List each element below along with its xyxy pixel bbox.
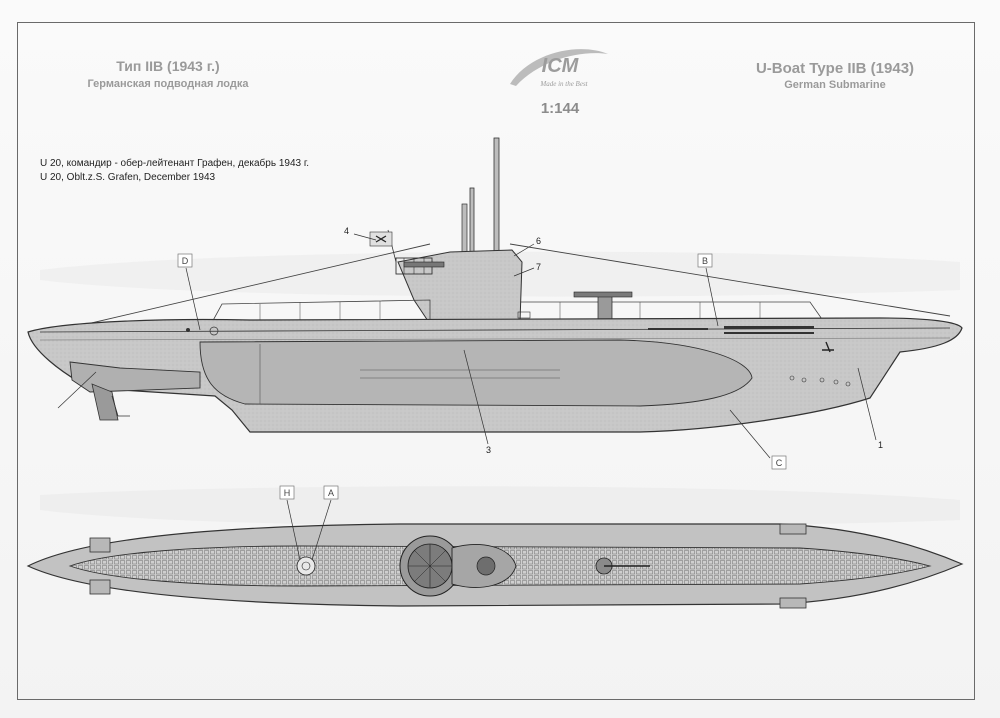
svg-text:A: A — [328, 488, 334, 498]
anchor — [822, 341, 834, 353]
svg-text:D: D — [182, 256, 189, 266]
conning-tower — [397, 249, 523, 325]
war-flag — [369, 229, 397, 263]
periscope-sky — [469, 187, 475, 255]
hull-vents — [648, 326, 814, 334]
tower-flak-gun — [403, 261, 445, 268]
callout-number-7: 7 — [536, 262, 541, 272]
aft-hatch — [296, 556, 316, 576]
caption-english: U 20, Oblt.z.S. Grafen, December 1943 — [40, 172, 216, 183]
callout-number-4: 4 — [344, 226, 349, 236]
leader-lines — [57, 233, 877, 459]
logo-swoosh — [510, 49, 608, 86]
caption-russian: U 20, командир - обер-лейтенант Графен, … — [40, 158, 310, 169]
callout-letter-h: H — [279, 485, 295, 500]
bow-plane-stbd — [779, 597, 807, 609]
callout-letter-b: B — [697, 253, 713, 268]
callout-letter-c: C — [771, 455, 787, 470]
svg-text:B: B — [702, 256, 708, 266]
limber-holes — [789, 375, 851, 387]
deck-gun — [573, 291, 633, 321]
callout-letter-d: D — [177, 253, 193, 268]
top-view: H A — [26, 485, 964, 609]
subtitle-english: German Submarine — [784, 79, 886, 91]
callout-number-6: 6 — [536, 236, 541, 246]
stern-plane-stbd — [89, 579, 111, 595]
periscope-attack — [493, 137, 500, 254]
side-view: D B C 1 3 4 6 7 — [27, 137, 963, 470]
svg-text:H: H — [284, 488, 291, 498]
bow-plane-port — [779, 523, 807, 535]
sheet-border — [17, 22, 975, 700]
title-english: U-Boat Type IIB (1943) — [755, 60, 915, 77]
brand-logo: ICM Made in the Best — [510, 49, 608, 88]
callout-letter-a: A — [323, 485, 339, 500]
subtitle-russian: Германская подводная лодка — [87, 78, 249, 90]
callout-number-1: 1 — [878, 440, 883, 450]
tower-top — [399, 535, 517, 597]
aft-deck-railing — [209, 299, 431, 327]
title-russian: Тип IIB (1943 г.) — [116, 58, 220, 74]
fwd-deck-railing — [520, 301, 825, 323]
svg-text:C: C — [776, 458, 783, 468]
antenna-wire-aft — [69, 243, 431, 329]
logo-tagline: Made in the Best — [539, 80, 588, 88]
saddle-tank — [199, 339, 753, 407]
snorkel-mast — [461, 203, 468, 255]
logo-wordmark: ICM — [542, 55, 580, 77]
antenna-wire-fwd — [509, 243, 951, 317]
callout-number-3: 3 — [486, 445, 491, 455]
stern-plane-port — [89, 537, 111, 553]
stern-gear — [69, 361, 201, 421]
scale-label: 1:144 — [540, 100, 580, 117]
